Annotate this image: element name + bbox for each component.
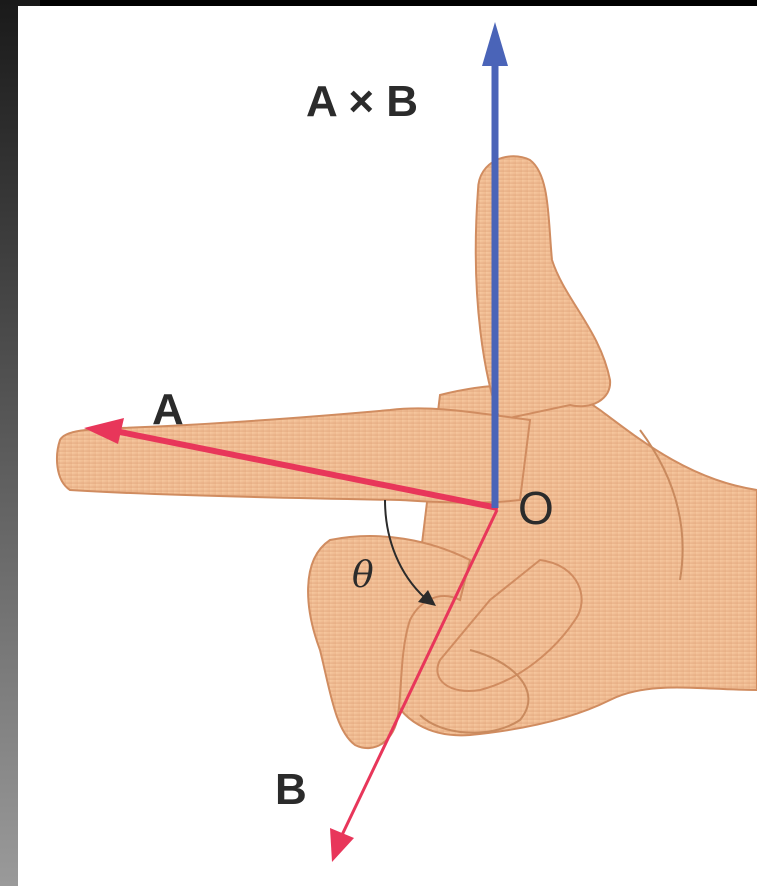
- hand-icon: [57, 156, 757, 748]
- vector-a-label: A: [152, 388, 184, 432]
- cross-product-label: A × B: [306, 80, 418, 124]
- vector-b-label: B: [275, 768, 307, 812]
- angle-theta-label: θ: [352, 558, 374, 594]
- origin-label: O: [518, 485, 554, 531]
